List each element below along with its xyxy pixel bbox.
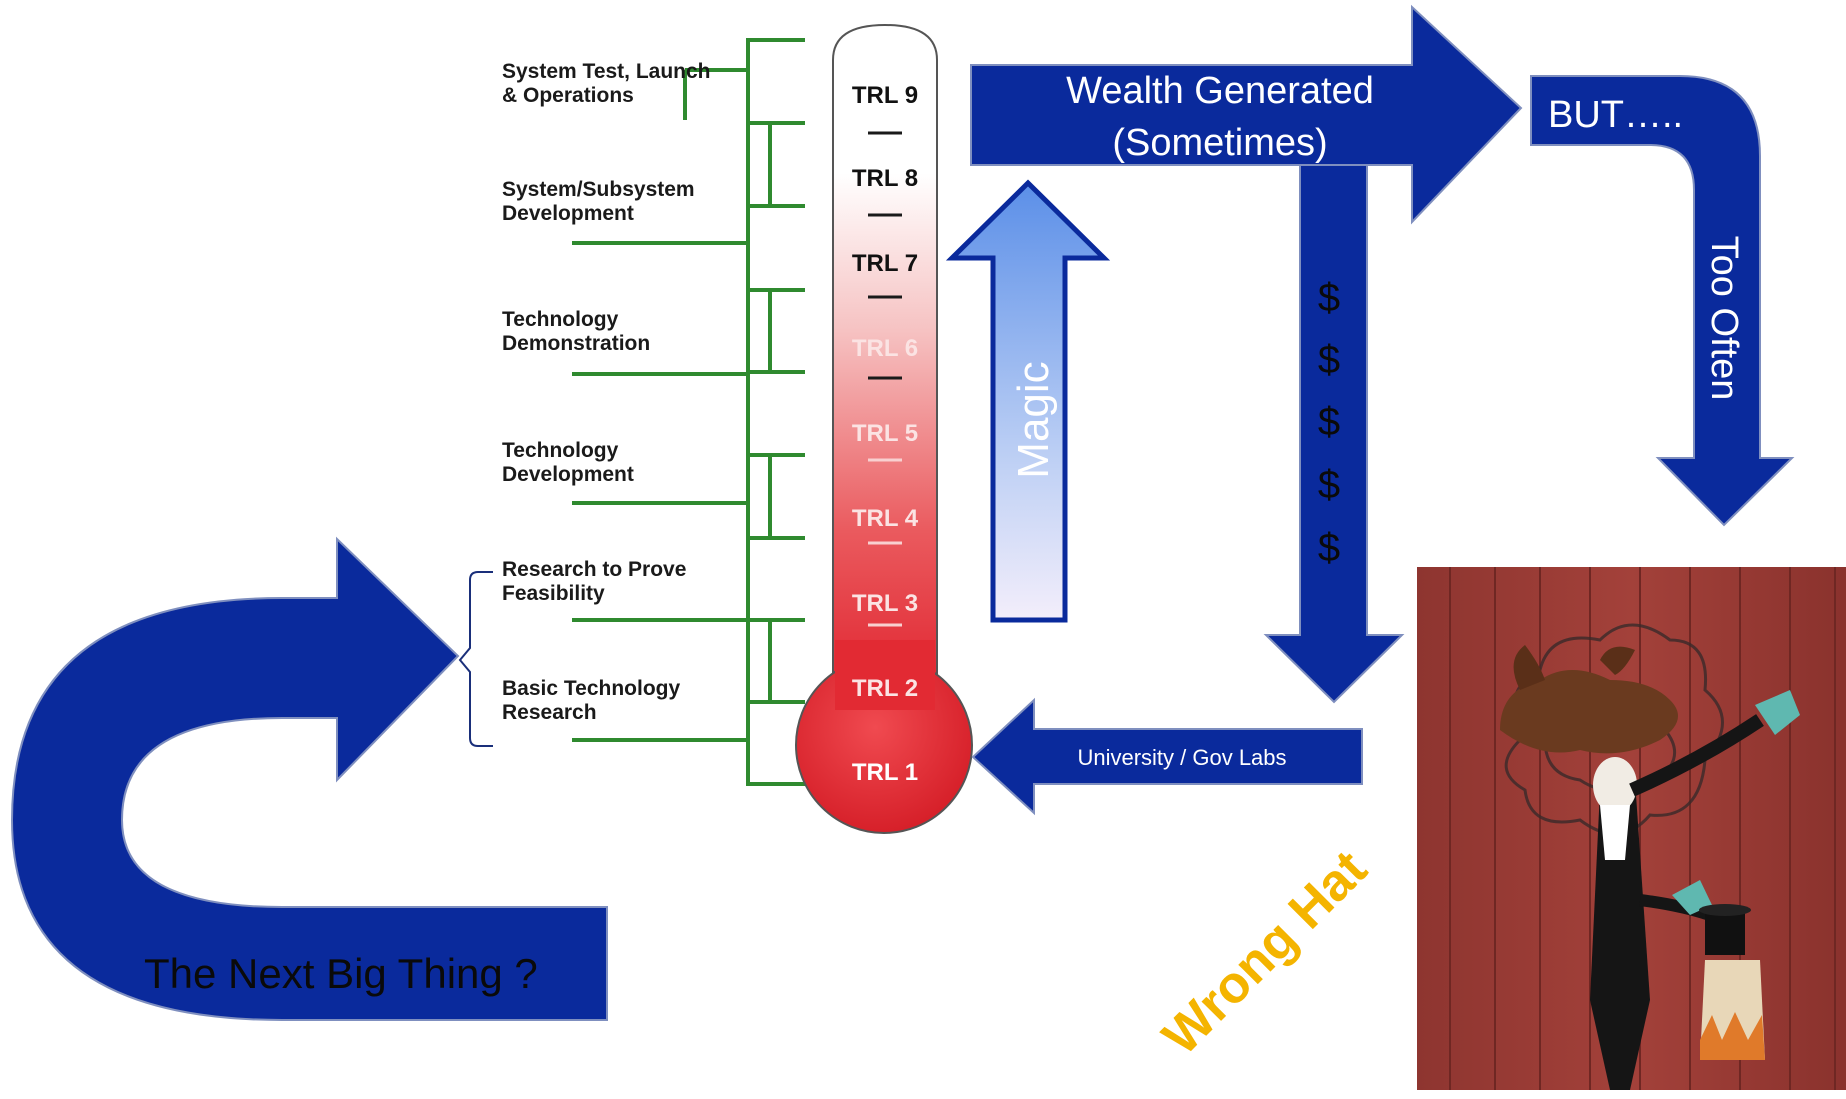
dollar-sign: $ (1318, 463, 1340, 507)
wealth-label-line1: Wealth Generated (1066, 70, 1374, 112)
but-arrow: BUT….. Too Often (1530, 75, 1795, 527)
wrong-hat-label: Wrong Hat (1152, 840, 1378, 1066)
dollar-sign: $ (1318, 400, 1340, 444)
magic-label: Magic (1009, 361, 1058, 478)
too-often-label: Too Often (1703, 236, 1745, 401)
research-bracket (458, 571, 493, 747)
trl-8-label: TRL 8 (852, 165, 918, 192)
dollar-sign: $ (1318, 526, 1340, 570)
trl-labels: TRL 9 TRL 8 TRL 7 TRL 6 TRL 5 TRL 4 TRL … (852, 82, 919, 786)
university-label: University / Gov Labs (1077, 745, 1286, 770)
next-big-thing-arrow: The Next Big Thing ? (10, 536, 608, 1021)
trl-7-label: TRL 7 (852, 250, 918, 277)
trl-5-label: TRL 5 (852, 420, 918, 447)
trl-9-label: TRL 9 (852, 82, 918, 109)
trl-1-label: TRL 1 (852, 759, 918, 786)
stage-label-system-test: System Test, Launch& Operations (502, 60, 711, 107)
wealth-label-line2: (Sometimes) (1112, 122, 1327, 164)
trl-2-label: TRL 2 (852, 675, 918, 702)
trl-tree (572, 38, 805, 786)
dollar-sign: $ (1318, 276, 1340, 320)
next-big-thing-label: The Next Big Thing ? (144, 950, 538, 997)
thermometer (795, 23, 973, 834)
dollar-arrow: $ $ $ $ $ (1263, 164, 1405, 704)
trl-4-label: TRL 4 (852, 505, 919, 532)
university-arrow: University / Gov Labs (971, 697, 1363, 816)
trl-3-label: TRL 3 (852, 590, 918, 617)
stage-labels: System Test, Launch& Operations System/S… (502, 60, 711, 724)
magic-arrow: Magic (945, 179, 1111, 623)
cartoon-image (1417, 567, 1846, 1090)
wealth-arrow: Wealth Generated (Sometimes) (970, 4, 1523, 225)
dollar-sign: $ (1318, 338, 1340, 382)
but-label: BUT….. (1548, 94, 1683, 136)
trl-6-label: TRL 6 (852, 335, 918, 362)
